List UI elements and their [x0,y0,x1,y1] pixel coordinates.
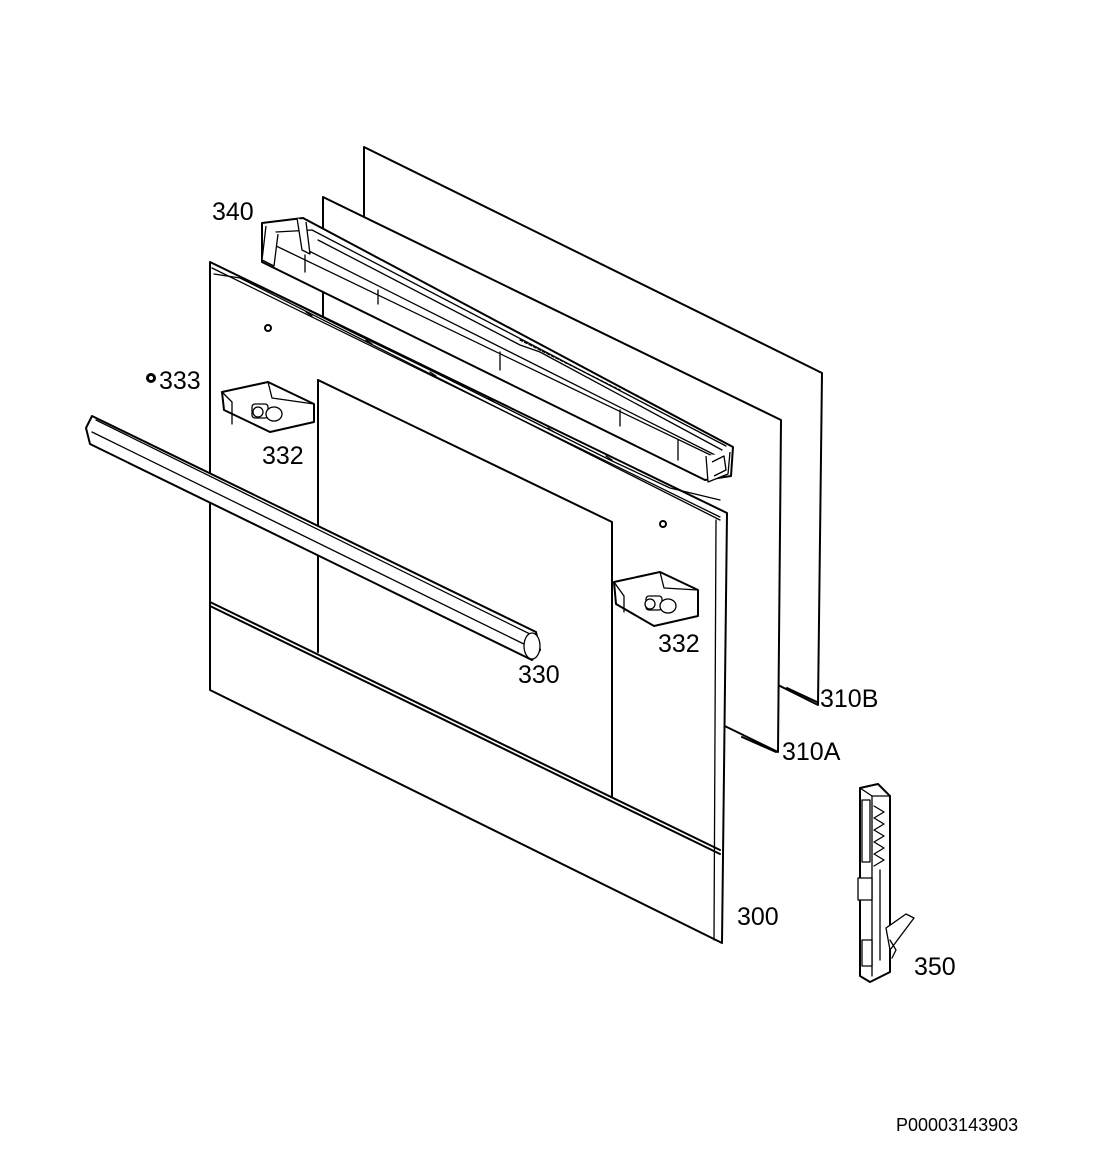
label-332-left: 332 [262,442,304,470]
label-350: 350 [914,953,956,981]
label-332-right: 332 [658,630,700,658]
door-top-profile-340 [261,217,734,483]
label-333: 333 [159,367,201,395]
door-handle-330 [85,415,541,661]
handle-bracket-332-right [613,571,699,627]
leader-310a [741,736,777,753]
label-300: 300 [737,903,779,931]
screw-333 [146,373,156,383]
label-340: 340 [212,198,254,226]
reference-number: P00003143903 [896,1115,1018,1135]
leader-310b [786,687,818,703]
label-310b: 310B [820,685,878,713]
label-310a: 310A [782,738,841,766]
door-hinge-350 [857,783,915,983]
handle-bracket-332-left [221,381,315,433]
label-330: 330 [518,661,560,689]
